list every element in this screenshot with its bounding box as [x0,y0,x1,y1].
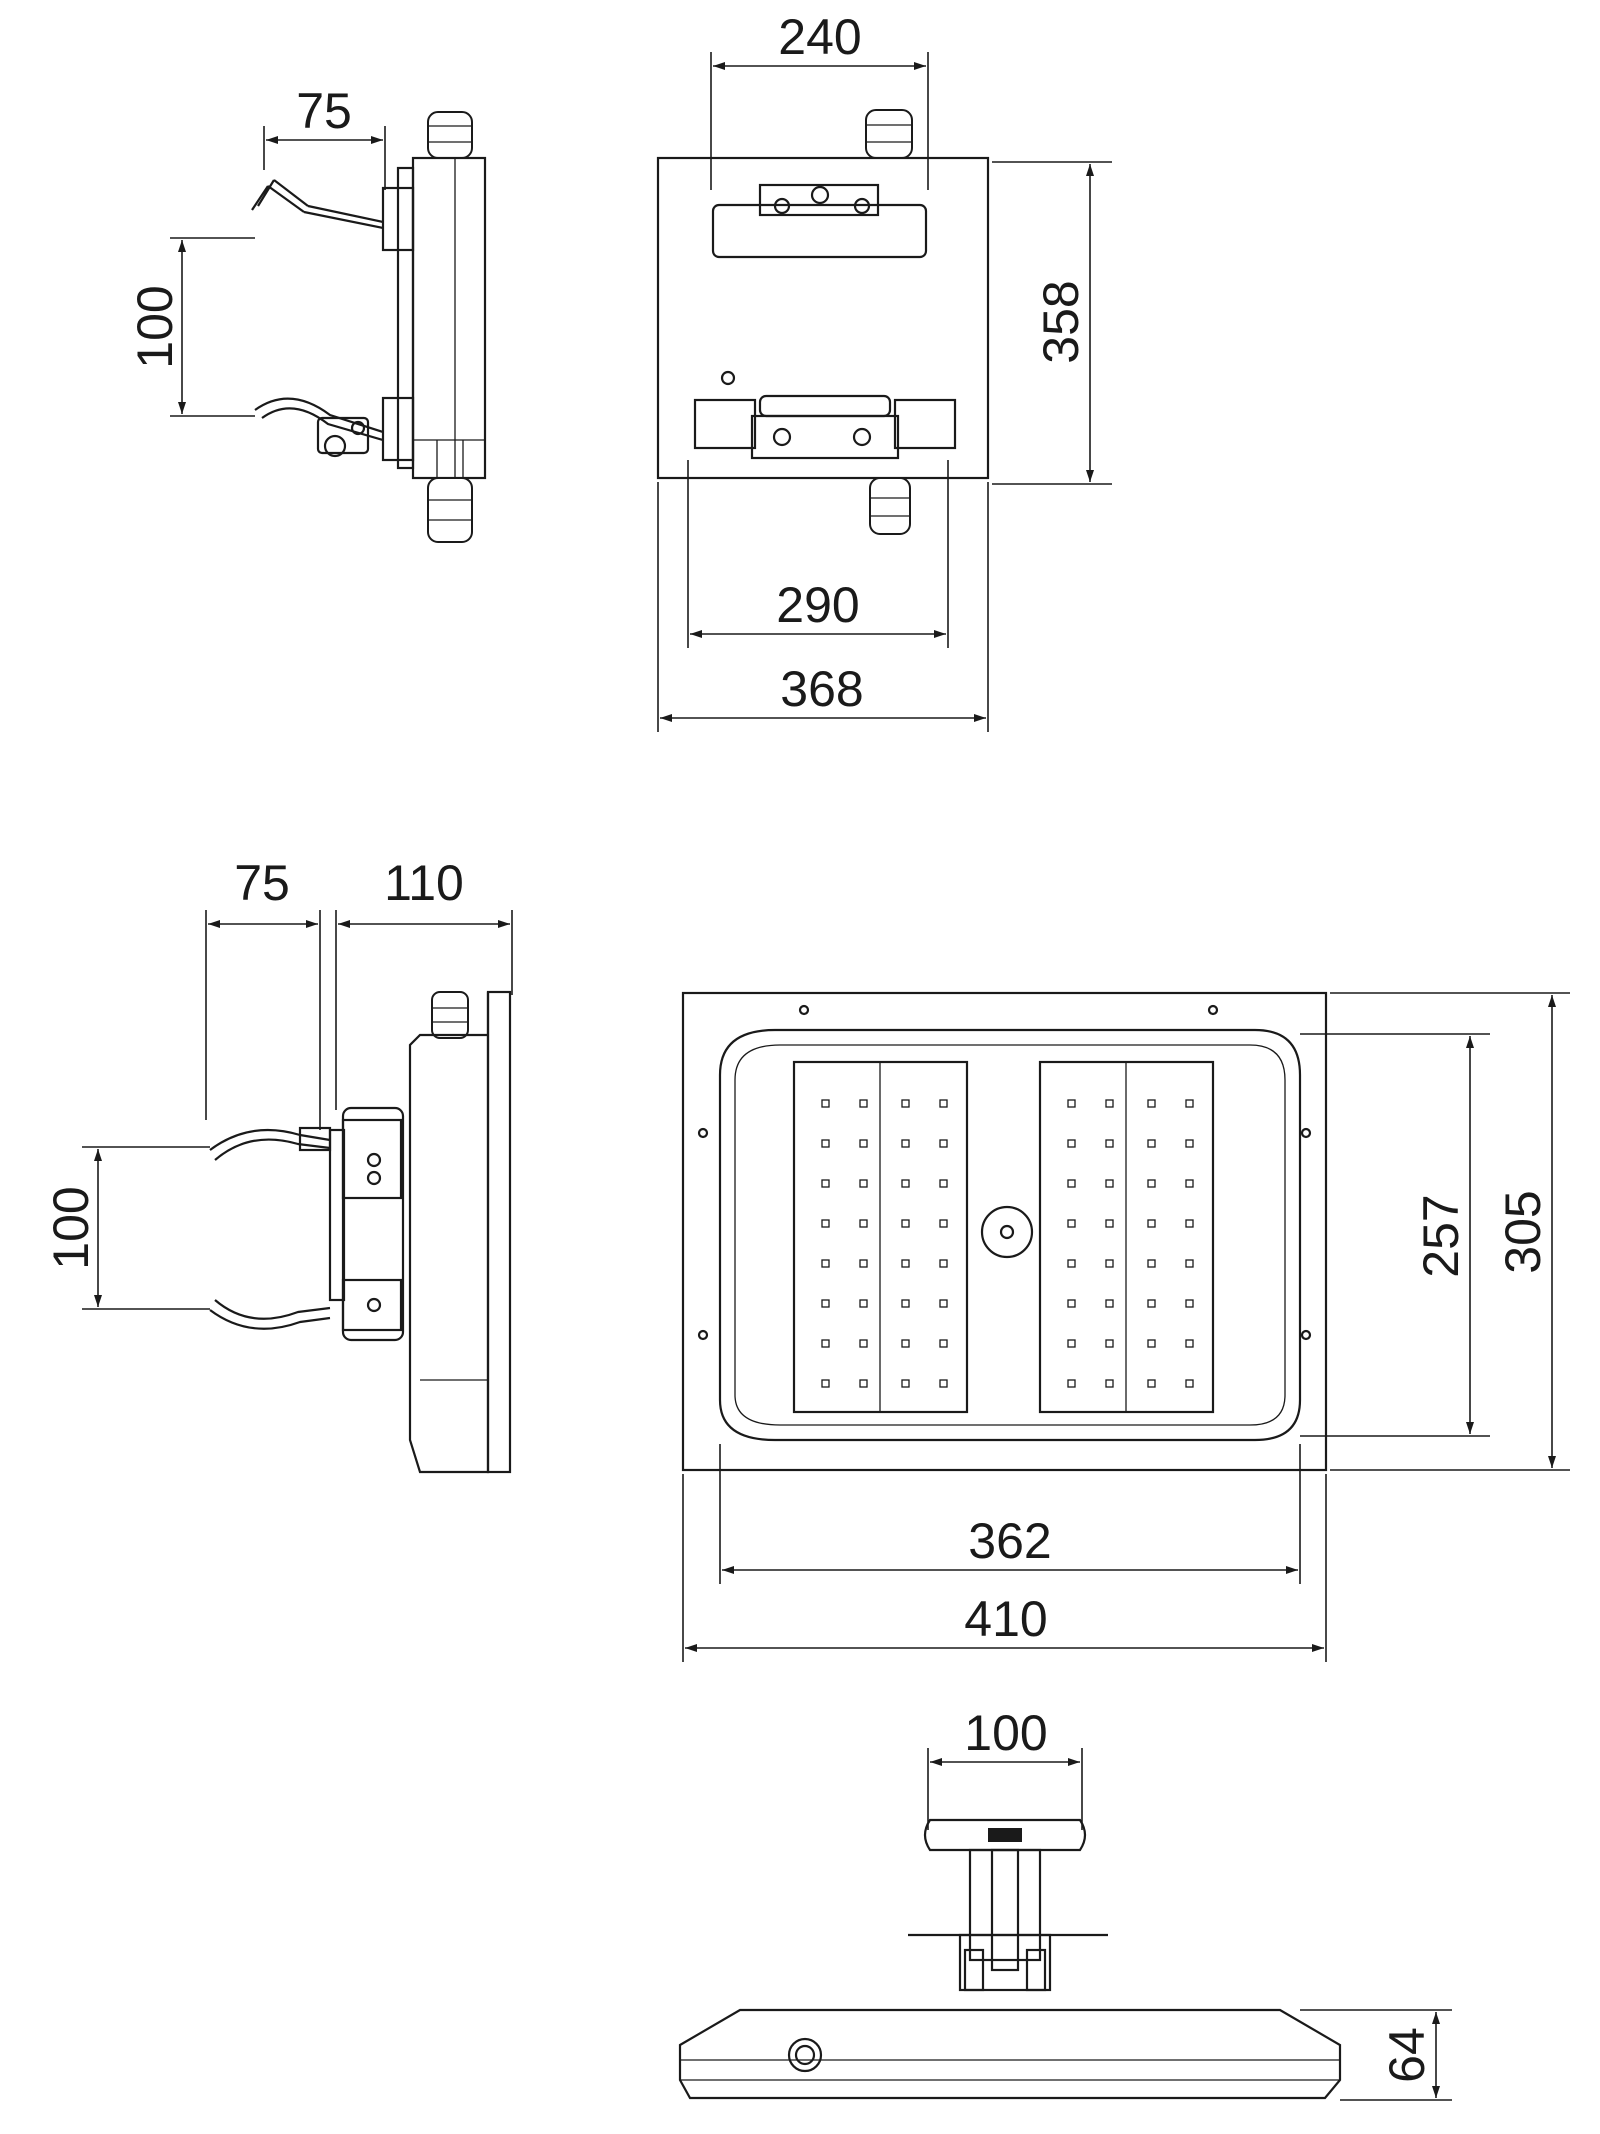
dimension-lines [82,52,1570,2101]
bottom-view [678,1818,1342,2100]
led-grid-right [1067,1099,1194,1388]
dim-side-top-100: 100 [127,285,183,368]
dim-side-top-75: 75 [296,83,352,139]
back-view [656,109,990,535]
dim-front-257: 257 [1413,1194,1469,1277]
dimension-labels: 75 100 240 358 290 368 75 110 100 257 30… [43,9,1551,2083]
dim-back-290: 290 [776,577,859,633]
dim-side-bottom-110: 110 [384,855,464,911]
dim-front-362: 362 [968,1513,1051,1569]
side-view-bottom [209,990,512,1474]
dim-side-bottom-100: 100 [43,1186,99,1269]
dim-bottom-64: 64 [1379,2027,1435,2083]
dim-front-410: 410 [964,1591,1047,1647]
dim-side-bottom-75: 75 [234,855,290,911]
dim-back-240: 240 [778,9,861,65]
dim-back-368: 368 [780,661,863,717]
dim-front-305: 305 [1495,1190,1551,1273]
led-grid-left [821,1099,948,1388]
dim-back-358: 358 [1033,280,1089,363]
dim-bottom-100: 100 [964,1705,1047,1761]
front-view [681,991,1328,1472]
side-view-top [251,111,487,543]
